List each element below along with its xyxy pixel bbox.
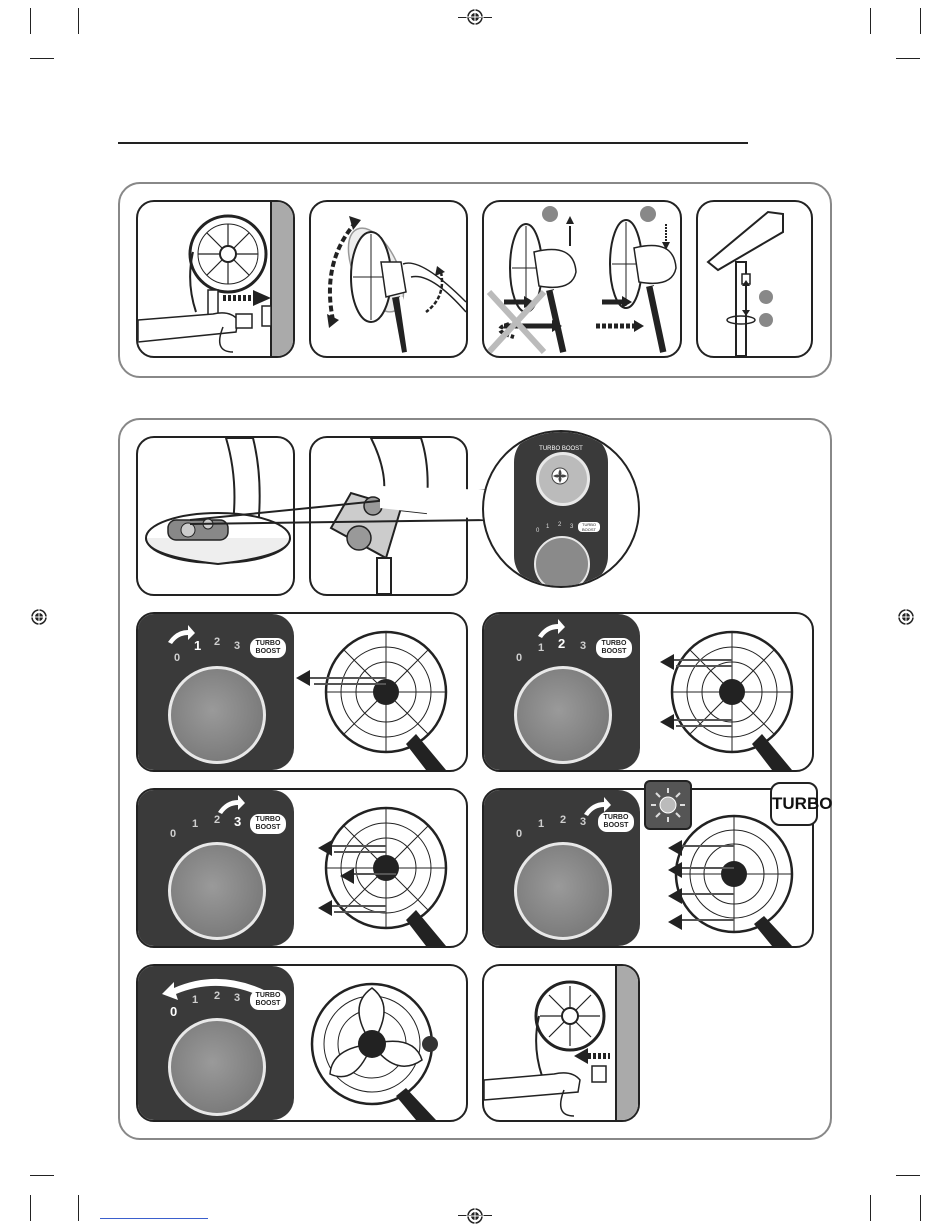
zoom-turbo-pill: TURBO BOOST [578,522,600,532]
fan-airflow-illustration [296,614,466,770]
turbo-boost-label: TURBO BOOST [250,990,286,1010]
tick-3: 3 [234,814,241,829]
fan-airflow-illustration [642,614,812,770]
zoom-tick-2: 2 [558,522,561,528]
crop-mark [870,1195,871,1221]
turbo-boost-label: TURBO BOOST [250,814,286,834]
speed-2-panel: 0 1 2 3 TURBO BOOST [482,612,814,772]
height-adjust-panel [696,200,813,358]
tick-2: 2 [214,990,220,1002]
tick-1: 1 [194,638,201,653]
tick-2: 2 [214,636,220,648]
speed-dial[interactable] [168,842,266,940]
crop-mark [920,8,921,34]
speed-dial[interactable] [534,536,590,588]
height-adjust-illustration [698,202,811,356]
turbo-boost-label: TURBO BOOST [596,638,632,658]
fan-stopped-illustration [296,966,466,1120]
zoom-tick-0: 0 [536,528,539,534]
tick-0: 0 [170,828,176,840]
tick-3: 3 [234,640,240,652]
crop-mark [30,58,54,59]
tick-2: 2 [558,636,565,651]
crop-mark [30,1195,31,1221]
crop-mark [896,1175,920,1176]
plug-in-illustration [138,202,293,356]
crop-mark [870,8,871,34]
zoom-tick-3: 3 [570,524,573,530]
turbo-boost-label: TURBO BOOST [250,638,286,658]
speed-dial[interactable] [514,666,612,764]
tick-2: 2 [214,814,220,826]
tick-3: 3 [234,992,240,1004]
tick-1: 1 [538,642,544,654]
crop-mark [920,1195,921,1221]
registration-mark-icon [466,8,484,26]
tick-1: 1 [192,818,198,830]
crop-mark [78,8,79,34]
speed-1-panel: 0 1 2 3 TURBO BOOST [136,612,468,772]
speed-dial[interactable] [168,1018,266,1116]
rotate-arrow-icon [216,794,246,814]
tick-3: 3 [580,640,586,652]
crop-mark [30,8,31,34]
speed-dial[interactable] [514,842,612,940]
turbo-ring-label: TURBO BOOST [530,446,592,452]
tick-1: 1 [538,818,544,830]
angle-lock-illustration [484,202,680,356]
turbo-indicator-icon [644,780,692,830]
registration-mark-icon [897,608,915,626]
tilt-illustration [311,202,466,356]
crop-mark [30,1175,54,1176]
tilt-panel [309,200,468,358]
crop-mark [896,58,920,59]
fan-icon [550,466,570,486]
off-panel: 0 1 2 3 TURBO BOOST [136,964,468,1122]
turbo-boost-label: TURBO BOOST [598,812,634,832]
unplug-panel [482,964,640,1122]
control-panel-zoom: TURBO BOOST 0 1 2 3 TURBO BOOST [482,430,640,588]
registration-mark-icon [466,1207,484,1225]
crop-mark [78,1195,79,1221]
tick-0: 0 [516,652,522,664]
rotate-arrow-icon [536,618,566,638]
tick-0: 0 [170,1004,177,1019]
footer-link-underline [100,1218,208,1219]
tick-2: 2 [560,814,566,826]
turbo-badge: TURBO [770,782,818,826]
angle-lock-panel [482,200,682,358]
tick-3: 3 [580,816,586,828]
fan-airflow-illustration [296,790,466,946]
rotate-arrow-icon [166,624,196,644]
tick-0: 0 [516,828,522,840]
header-rule [118,142,748,144]
speed-3-panel: 0 1 2 3 TURBO BOOST [136,788,468,948]
unplug-illustration [484,966,638,1120]
tick-0: 0 [174,652,180,664]
plug-in-panel [136,200,295,358]
tick-1: 1 [192,994,198,1006]
speed-dial[interactable] [168,666,266,764]
registration-mark-icon [30,608,48,626]
zoom-tick-1: 1 [546,524,549,530]
